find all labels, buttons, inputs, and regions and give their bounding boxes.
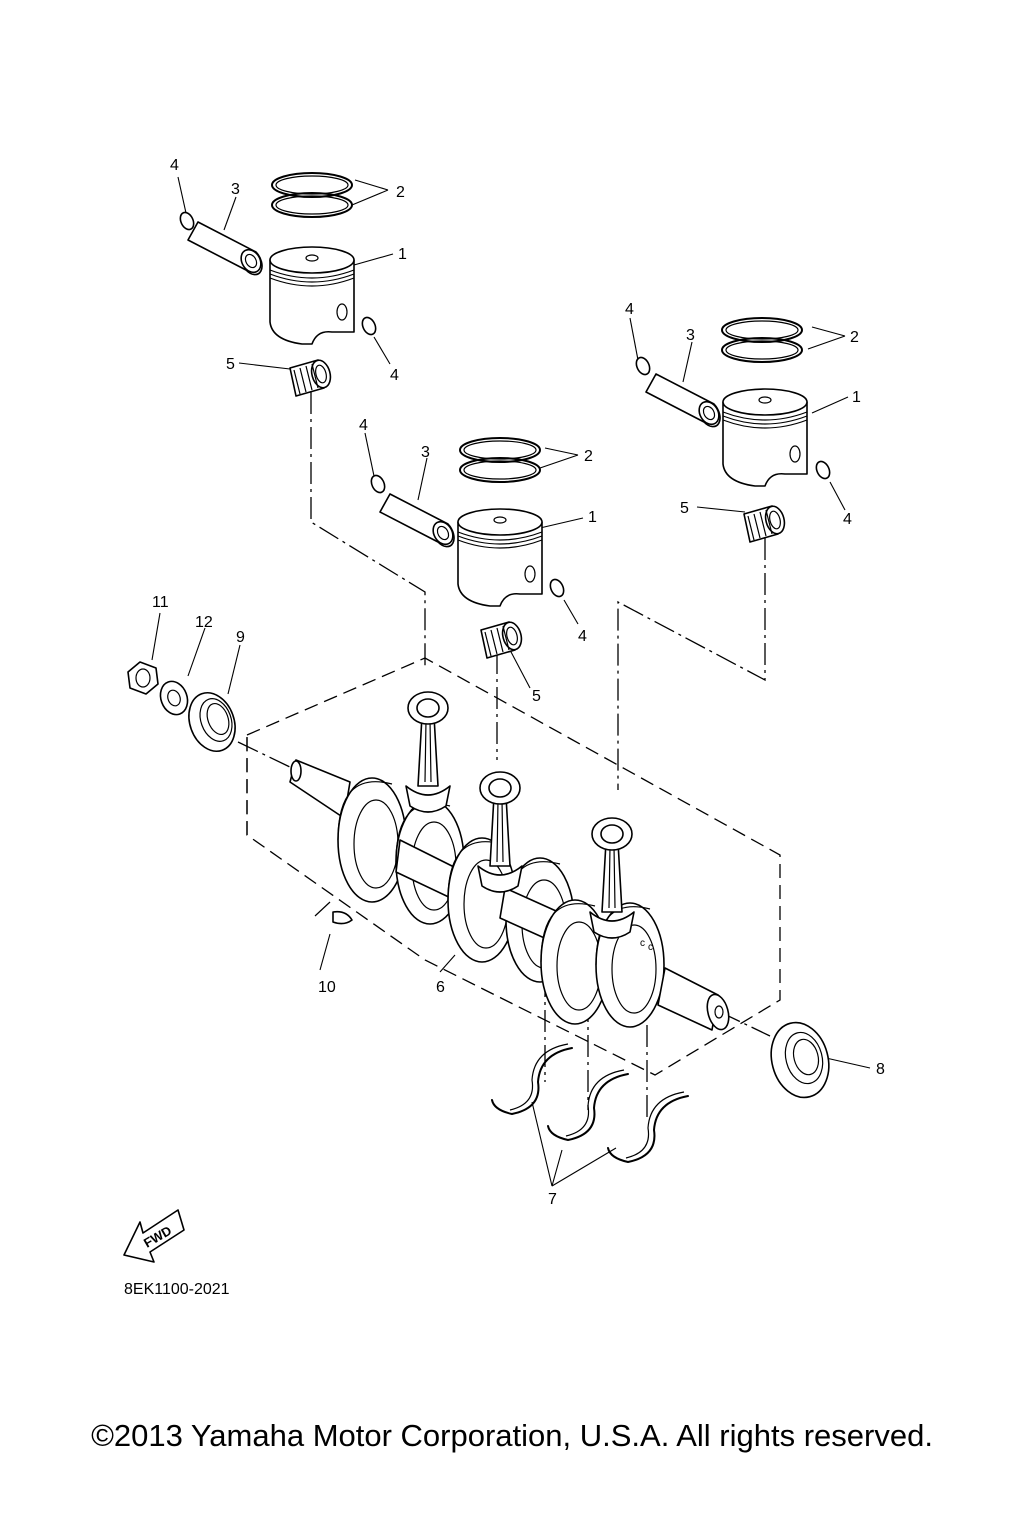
callout-3: 3: [231, 181, 240, 198]
callout-5: 5: [532, 688, 541, 705]
callout-2: 2: [396, 184, 405, 201]
piston-set-left: [176, 172, 380, 397]
callout-1: 1: [588, 509, 597, 526]
callout-3: 3: [686, 327, 695, 344]
callout-4: 4: [625, 301, 634, 318]
crankshaft-assembly: c c: [289, 691, 730, 1031]
oil-seal-right: [770, 1021, 830, 1099]
callout-5: 5: [226, 356, 235, 373]
svg-text:c: c: [648, 942, 653, 953]
svg-text:c: c: [640, 938, 645, 949]
callout-3: 3: [421, 444, 430, 461]
leader-lines: [151, 176, 871, 1187]
callout-12: 12: [195, 614, 213, 631]
callout-1: 1: [398, 246, 407, 263]
callout-5: 5: [680, 500, 689, 517]
callout-6: 6: [436, 979, 445, 996]
callout-4: 4: [170, 157, 179, 174]
piston-set-center: [367, 437, 568, 659]
callout-4: 4: [390, 367, 399, 384]
bearing-half-shells: [491, 1043, 689, 1163]
piston-set-right: [632, 317, 834, 543]
woodruff-key: [314, 901, 353, 925]
callout-2: 2: [850, 329, 859, 346]
crank-left-end-parts: [127, 661, 236, 752]
callout-9: 9: [236, 629, 245, 646]
callout-2: 2: [584, 448, 593, 465]
callout-8: 8: [876, 1061, 885, 1078]
fwd-arrow-icon: FWD: [123, 1209, 185, 1263]
callout-numbers: 4 3 2 1 5 4 4 3 2 1 4 5 4 3 2 1 5 4 11 1…: [152, 157, 885, 1208]
callout-4: 4: [359, 417, 368, 434]
callout-11: 11: [152, 594, 169, 611]
callout-4: 4: [578, 628, 587, 645]
callout-10: 10: [318, 979, 336, 996]
callout-7: 7: [548, 1191, 557, 1208]
copyright-notice: ©2013 Yamaha Motor Corporation, U.S.A. A…: [91, 1418, 933, 1453]
callout-4: 4: [843, 511, 852, 528]
callout-1: 1: [852, 389, 861, 406]
diagram-code: 8EK1100-2021: [124, 1281, 230, 1298]
assembly-dashed-box: [246, 657, 781, 1076]
